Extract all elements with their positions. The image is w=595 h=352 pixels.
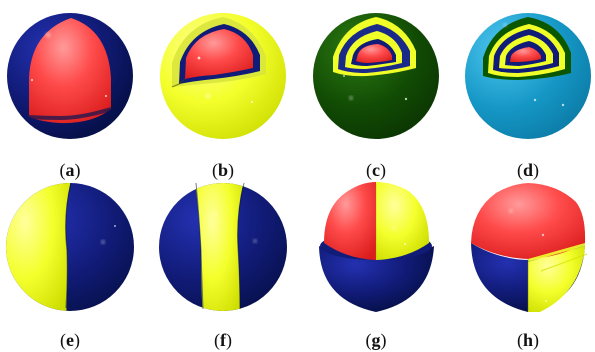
panel-h-caption: (h) — [516, 330, 540, 350]
panel-a-caption: (a) — [59, 160, 81, 180]
panel-b-label: b — [217, 160, 229, 180]
panel-f-label: f — [220, 330, 226, 350]
panel-a-sphere — [7, 13, 133, 139]
panel-h-sphere — [471, 183, 588, 312]
panel-c-caption: (c) — [366, 160, 386, 180]
panel-f-sphere — [159, 182, 287, 311]
panel-b-sphere — [160, 13, 286, 139]
panel-a-label: a — [65, 160, 75, 180]
panel-b-caption: (b) — [211, 160, 235, 180]
panel-e-caption: (e) — [60, 330, 80, 350]
panel-g-label: g — [371, 330, 381, 350]
panel-h-label: h — [522, 330, 534, 350]
panel-d-label: d — [522, 160, 534, 180]
panel-c-sphere — [313, 13, 439, 139]
panel-d-caption: (d) — [516, 160, 540, 180]
panel-g-sphere — [319, 182, 434, 312]
panel-g-caption: (g) — [365, 330, 387, 350]
panel-d-sphere — [465, 13, 591, 139]
panel-e-sphere — [6, 182, 134, 311]
panel-e-label: e — [66, 330, 74, 350]
panel-f-caption: (f) — [214, 330, 232, 350]
panel-c-label: c — [372, 160, 380, 180]
